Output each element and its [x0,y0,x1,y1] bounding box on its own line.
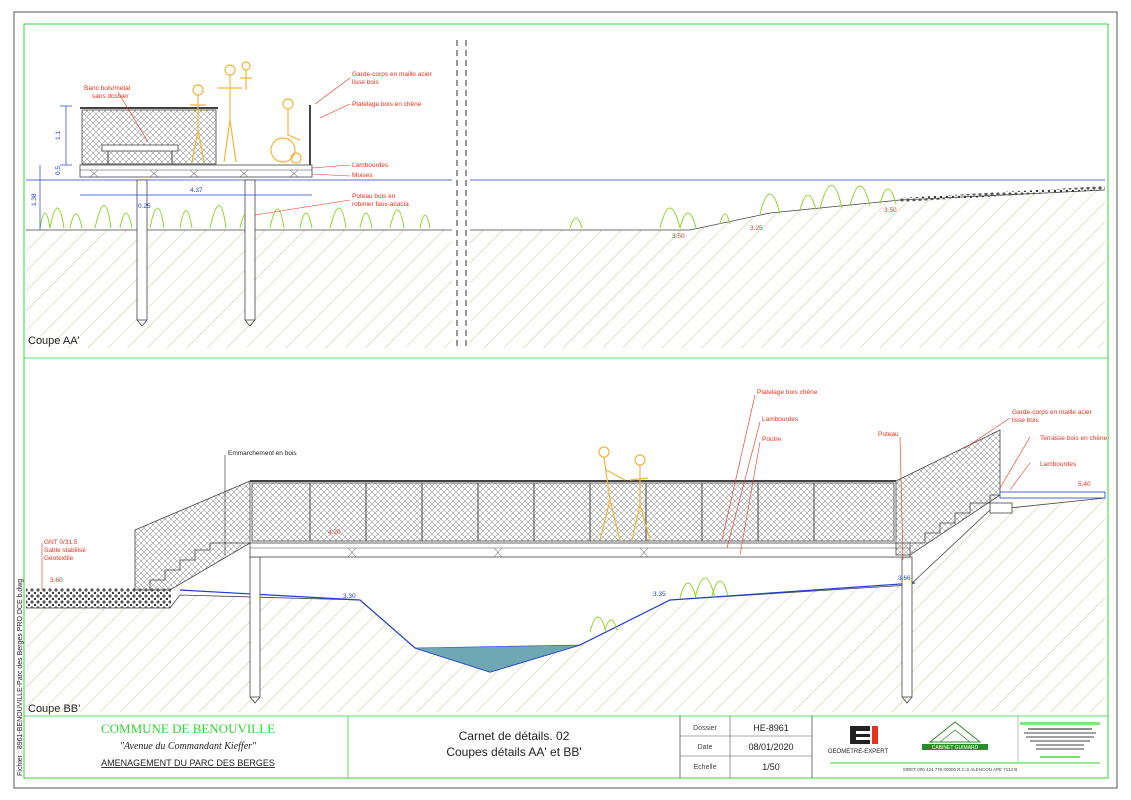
dimension-aa [39,105,312,230]
dossier-value: HE-8961 [753,723,789,733]
echelle-value: 1/50 [762,762,780,772]
label-banc-2: sans dossier [92,93,129,100]
coupes-title: Coupes détails AA' et BB' [446,745,581,759]
label-emmarchement: Emmarchement en bois [228,450,297,457]
dim-depth: 1.38 [31,193,38,206]
amenagement-title: AMENAGEMENT DU PARC DES BERGES [101,758,275,768]
label-moises: Moises [352,172,373,179]
level-335: 3.35 [653,591,666,598]
post-aa-2 [244,179,256,321]
dim-width: 4.37 [190,187,203,194]
outer-frame [13,11,1118,789]
label-platelage-bb: Platelage bois chêne [757,389,818,396]
guimard-logo [922,721,988,750]
stairs-left [134,480,251,591]
terrace-bb [999,491,1106,499]
label-banc: Banc bois/métal [84,85,131,92]
label-garde-bb: Garde-corps en maille acier [1012,409,1093,416]
deck-aa [79,164,313,178]
label-lambourdes-bb: Lambourdes [762,416,799,423]
level-330: 3.30 [343,593,356,600]
gravel-bb [26,588,171,608]
stairs-right [895,429,1001,556]
label-platelage: Platelage bois en chêne [352,101,422,108]
label-lambourdes: Lambourdes [352,162,389,169]
echelle-label: Echelle [694,764,717,771]
date-label: Date [698,744,713,751]
label-sable: Sable stabilisé [44,547,86,554]
section-aa: 1.1 4.37 0.25 0.5 1.38 Banc bois/métal s… [26,61,1106,348]
commune-title: COMMUNE DE BENOUVILLE [101,721,275,736]
post-bb-1 [249,556,261,698]
label-garde-bb-2: lisse bois [1012,417,1039,424]
file-path: Fichier : 8961-BENOUVILLE-Parc des Berge… [17,579,24,776]
dim-small: 0.5 [55,166,62,175]
label-garde: Garde-corps en maille acier [352,71,433,78]
section-bb-label: Coupe BB' [28,703,80,715]
section-aa-label: Coupe AA' [28,335,80,347]
level-aa-1: 3.50 [672,233,685,240]
label-poteau-2: robinier faux-acacia [352,201,409,208]
section-bb: Emmarchement en bois Platelage bois chên… [26,389,1108,715]
dim-height: 1.1 [55,131,62,140]
bench-aa [101,144,179,152]
stream-water [414,644,581,673]
geometre-text: GEOMETRE-EXPERT [828,749,889,755]
label-geotextile: Géotextile [44,555,74,562]
carnet-title: Carnet de détails. 02 [459,729,570,743]
inner-frame [23,23,1109,779]
cabinet-text: CABINET GUIMARD [932,745,979,751]
bridge-railing [251,482,895,542]
bridge-deck [249,542,911,558]
label-lambourdes-bb-2: Lambourdes [1040,461,1077,468]
siret-text: SIRET 000 424 776 00000 R.C.S ALENCON AP… [903,767,1017,772]
title-block: COMMUNE DE BENOUVILLE "Avenue du Command… [24,715,1108,778]
label-poteau: Poteau bois en [352,193,396,200]
label-garde-2: lisse bois [352,79,379,86]
level-540: 5.40 [1078,481,1091,488]
date-value: 08/01/2020 [748,742,793,752]
level-aa-3: 3.50 [884,207,897,214]
label-poutre: Poutre [762,436,782,443]
level-360: 3.60 [50,577,63,584]
level-aa-2: 3.25 [750,225,763,232]
label-gnt: GNT 0/31.5 [44,539,78,546]
people-figures-bb [598,446,651,541]
level-420: 4.20 [328,529,341,536]
level-366: 3.66 [898,575,911,582]
post-aa-1 [136,179,148,321]
label-terrasse: Terrasse bois en chêne [1040,435,1108,442]
ground-bb [26,498,1105,712]
dossier-label: Dossier [693,725,717,732]
dim-post: 0.25 [138,203,151,210]
people-figures-aa [190,61,302,164]
ground-aa-left [26,230,452,348]
avenue-title: "Avenue du Commandant Kieffer" [120,741,257,752]
ground-aa-right [470,190,1105,348]
label-poteau-bb: Poteau [878,431,899,438]
railing-aa [81,109,217,165]
geometre-logo [850,726,878,744]
